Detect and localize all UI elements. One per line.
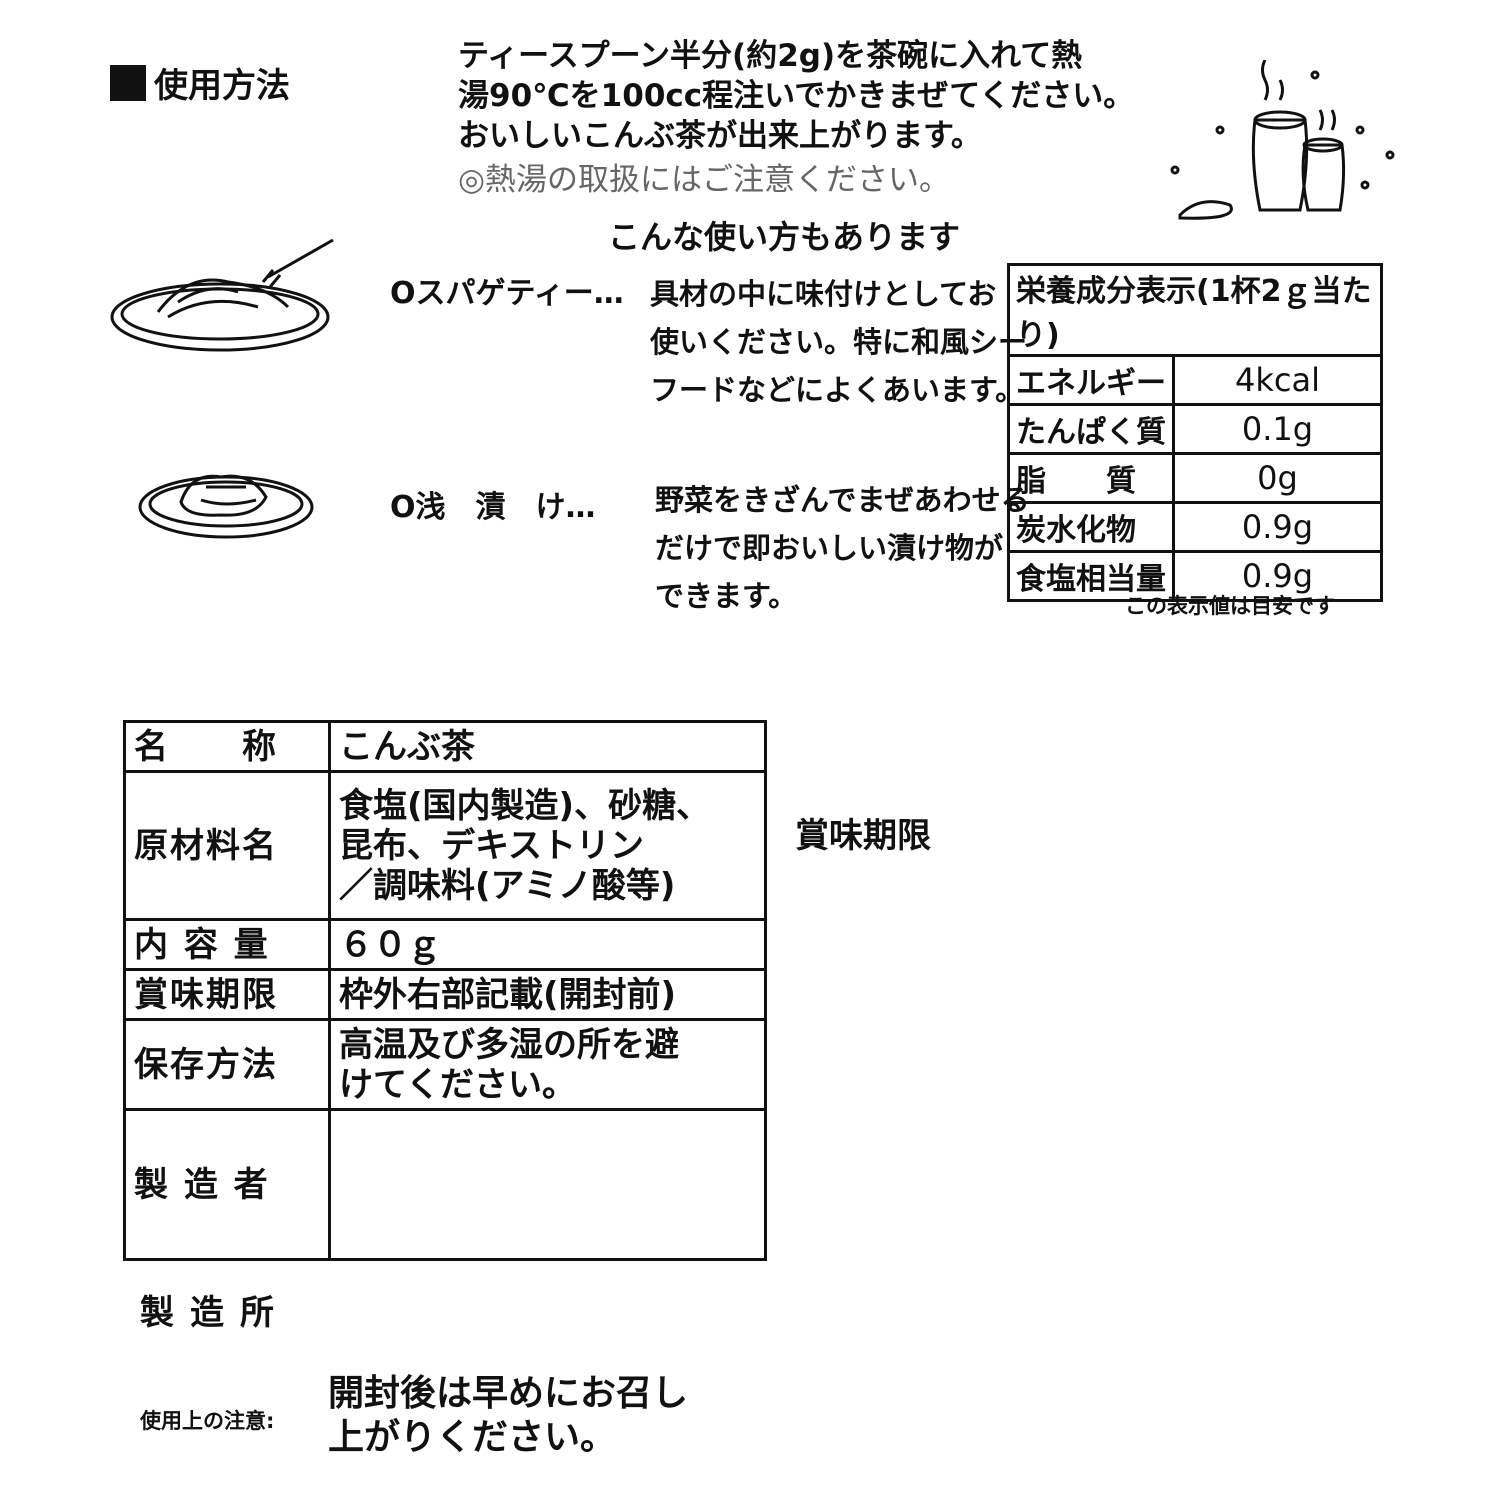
label-value: こんぶ茶 (328, 720, 767, 773)
desc-line: フードなどによくあいます。 (650, 373, 1025, 407)
label-value: ６０ｇ (328, 918, 767, 971)
nutrition-note: この表示値は目安です (1125, 594, 1335, 618)
label-value: 高温及び多湿の所を避 けてください。 (328, 1018, 767, 1111)
nutrient-value: 0.9g (1172, 501, 1383, 553)
desc-line: 使いください。特に和風シー (650, 325, 1028, 359)
nutrient-label: 食塩相当量 (1007, 550, 1175, 602)
desc-line: できます。 (655, 579, 798, 613)
caution-text: 開封後は早めにお召し 上がりください。 (328, 1372, 688, 1460)
label-value: 枠外右部記載(開封前) (328, 968, 767, 1021)
nutrient-value: 0.1g (1172, 403, 1383, 455)
nutrient-label: たんぱく質 (1007, 403, 1175, 455)
square-bullet-icon (110, 65, 146, 101)
usage-heading: 使用方法 (110, 58, 290, 107)
label-key: 製 造 者 (123, 1108, 331, 1261)
nutrient-label: 炭水化物 (1007, 501, 1175, 553)
label-key: 保存方法 (123, 1018, 331, 1111)
caution-label: 使用上の注意: (140, 1409, 275, 1433)
table-row: 製 造 者 (123, 1108, 767, 1261)
label-key: 原材料名 (123, 770, 331, 921)
use-pickles-desc: 野菜をきざんでまぜあわせる だけで即おいしい漬け物が できます。 (655, 476, 1030, 620)
other-uses-heading: こんな使い方もあります (608, 218, 961, 256)
nutrient-value: 4kcal (1172, 354, 1383, 406)
nutrient-label: エネルギー (1007, 354, 1175, 406)
nutrient-value: 0.9g (1172, 550, 1383, 602)
nutrition-header: 栄養成分表示(1杯2ｇ当たり) (1007, 263, 1383, 357)
factory-label: 製造所 (140, 1293, 290, 1333)
table-row: 保存方法高温及び多湿の所を避 けてください。 (123, 1018, 767, 1111)
best-before-label: 賞味期限 (795, 816, 931, 856)
hot-water-caution: ◎熱湯の取扱にはご注意ください。 (458, 162, 951, 198)
product-label-table: 名 称こんぶ茶 原材料名食塩(国内製造)、砂糖、 昆布、デキストリン ／調味料(… (123, 720, 767, 1261)
label-value: 食塩(国内製造)、砂糖、 昆布、デキストリン ／調味料(アミノ酸等) (328, 770, 767, 921)
use-spaghetti-label: Oスパゲティー… (390, 276, 624, 311)
instruction-line: おいしいこんぶ茶が出来上がります。 (458, 118, 982, 154)
label-key: 名 称 (123, 720, 331, 773)
usage-title: 使用方法 (154, 66, 290, 106)
nutrient-label: 脂 質 (1007, 452, 1175, 504)
nutrient-value: 0g (1172, 452, 1383, 504)
spaghetti-illustration (110, 238, 334, 352)
caution-line: 上がりください。 (328, 1417, 617, 1458)
nutrition-header-row: 栄養成分表示(1杯2ｇ当たり) (1007, 263, 1383, 357)
instruction-line: 湯90℃を100cc程注いでかきまぜてください。 (458, 78, 1135, 114)
label-value (328, 1108, 767, 1261)
pickles-illustration (138, 474, 314, 539)
use-pickles-label: O浅 漬 け… (390, 490, 596, 525)
usage-instructions: ティースプーン半分(約2g)を茶碗に入れて熱 湯90℃を100cc程注いでかきま… (458, 36, 1134, 200)
label-key: 内 容 量 (123, 918, 331, 971)
caution-line: 開封後は早めにお召し (328, 1373, 689, 1414)
table-row: 賞味期限枠外右部記載(開封前) (123, 968, 767, 1021)
table-row: 名 称こんぶ茶 (123, 720, 767, 773)
desc-line: だけで即おいしい漬け物が (655, 531, 1004, 565)
table-row: 原材料名食塩(国内製造)、砂糖、 昆布、デキストリン ／調味料(アミノ酸等) (123, 770, 767, 921)
instruction-line: ティースプーン半分(約2g)を茶碗に入れて熱 (458, 38, 1083, 74)
use-spaghetti-desc: 具材の中に味付けとしてお 使いください。特に和風シー フードなどによくあいます。 (650, 270, 1027, 414)
label-key: 賞味期限 (123, 968, 331, 1021)
desc-line: 野菜をきざんでまぜあわせる (655, 483, 1030, 517)
desc-line: 具材の中に味付けとしてお (650, 277, 997, 311)
tea-cups-illustration (1170, 60, 1395, 220)
